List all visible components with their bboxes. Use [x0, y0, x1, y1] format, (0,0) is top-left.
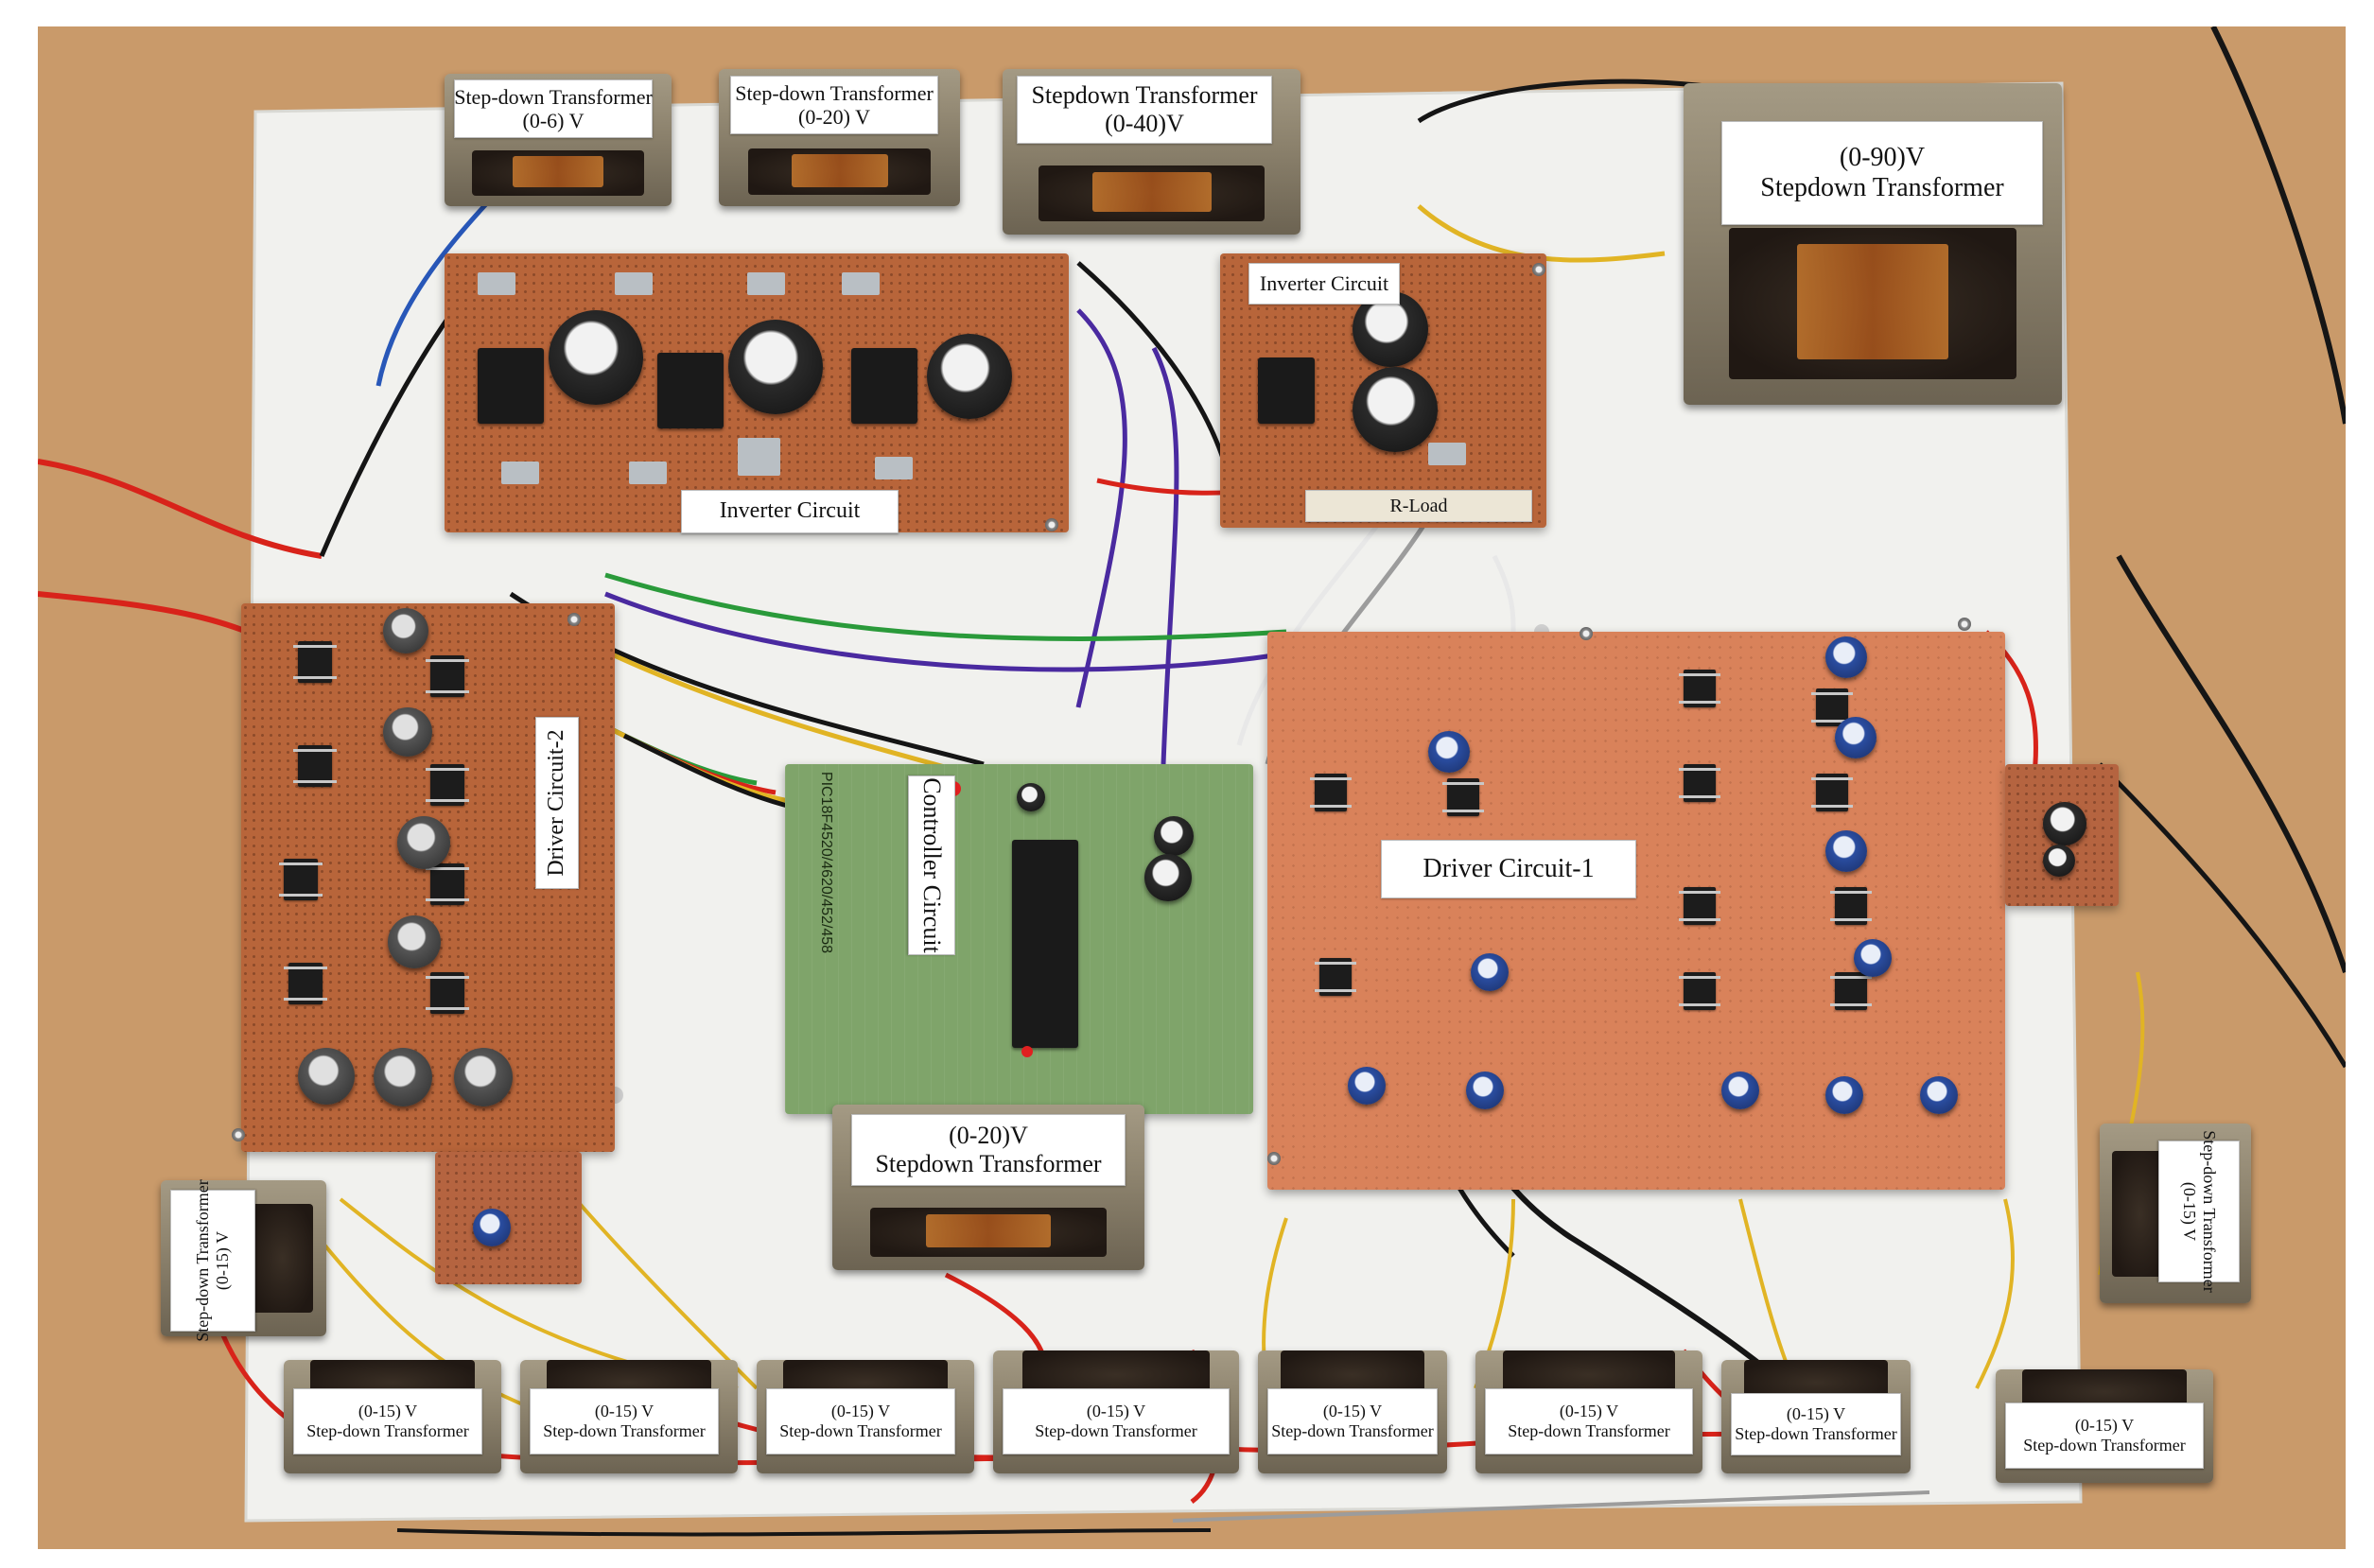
transformer-bottom-5-label: (0-15) V Step-down Transformer: [1267, 1388, 1438, 1455]
transformer-top-3-label: Stepdown Transformer (0-40)V: [1017, 76, 1272, 144]
mounting-screw: [1045, 518, 1058, 531]
transformer-bottom-5-type: Step-down Transformer: [1271, 1421, 1434, 1440]
transformer-bottom-6-type: Step-down Transformer: [1508, 1421, 1670, 1440]
transformer-bottom-4-rating: (0-15) V: [1086, 1402, 1146, 1421]
r-load-text: R-Load: [1389, 495, 1448, 516]
transformer-bottom-2-label: (0-15) V Step-down Transformer: [530, 1388, 719, 1455]
transformer-top-3-type: Stepdown Transformer: [1031, 81, 1258, 110]
transformer-right-type: Step-down Transformer: [2199, 1130, 2219, 1293]
transformer-bottom-8-type: Step-down Transformer: [2023, 1436, 2186, 1455]
transformer-top-3-rating: (0-40)V: [1105, 110, 1184, 137]
mounting-screw: [1580, 627, 1593, 640]
transformer-bottom-6-rating: (0-15) V: [1559, 1402, 1619, 1421]
mounting-screw: [232, 1128, 245, 1141]
mounting-screw: [1958, 618, 1971, 631]
transformer-bottom-2-type: Step-down Transformer: [543, 1421, 706, 1440]
transformer-bottom-8-rating: (0-15) V: [2074, 1416, 2135, 1436]
small-board-right: [2005, 764, 2119, 906]
transformer-right-rating: (0-15) V: [2180, 1181, 2199, 1242]
transformer-bottom-5-rating: (0-15) V: [1322, 1402, 1383, 1421]
small-board-left: [435, 1152, 582, 1284]
transformer-top-right-type: Stepdown Transformer: [1760, 173, 2004, 202]
transformer-bottom-7-type: Step-down Transformer: [1735, 1424, 1897, 1443]
transformer-bottom-3-rating: (0-15) V: [830, 1402, 891, 1421]
transformer-bottom-1-type: Step-down Transformer: [306, 1421, 469, 1440]
r-load-label: R-Load: [1305, 490, 1532, 522]
controller-circuit-text: Controller Circuit: [917, 777, 946, 953]
inverter-circuit-text: Inverter Circuit: [719, 498, 861, 524]
transformer-bottom-1-rating: (0-15) V: [358, 1402, 418, 1421]
transformer-bottom-6-label: (0-15) V Step-down Transformer: [1485, 1388, 1693, 1455]
transformer-bottom-4-type: Step-down Transformer: [1035, 1421, 1197, 1440]
transformer-bottom-3-label: (0-15) V Step-down Transformer: [766, 1388, 955, 1455]
inverter-circuit-small-label: Inverter Circuit: [1248, 263, 1400, 305]
transformer-bottom-7-label: (0-15) V Step-down Transformer: [1731, 1393, 1901, 1455]
driver-circuit-2-text: Driver Circuit-2: [544, 729, 569, 877]
transformer-right-label: Step-down Transformer (0-15) V: [2158, 1130, 2240, 1293]
transformer-top-1-type: Step-down Transformer: [454, 84, 653, 109]
transformer-left-type: Step-down Transformer: [193, 1179, 213, 1342]
transformer-center-type: Stepdown Transformer: [875, 1150, 1102, 1177]
transformer-top-2-label: Step-down Transformer (0-20) V: [730, 76, 938, 134]
transformer-bottom-8-label: (0-15) V Step-down Transformer: [2005, 1402, 2204, 1469]
mounting-screw: [1267, 1152, 1281, 1165]
microcontroller-chip: [1012, 840, 1078, 1048]
mounting-screw: [1532, 263, 1545, 276]
transformer-top-1-rating: (0-6) V: [522, 109, 585, 132]
driver-circuit-2-label: Driver Circuit-2: [535, 717, 579, 889]
transformer-bottom-4-label: (0-15) V Step-down Transformer: [1003, 1388, 1230, 1455]
transformer-bottom-3-type: Step-down Transformer: [779, 1421, 942, 1440]
transformer-top-right-label: (0-90)V Stepdown Transformer: [1721, 121, 2043, 225]
mounting-screw: [567, 613, 581, 626]
controller-silkscreen: PIC18F4520/4620/452/458: [818, 771, 834, 954]
transformer-center-rating: (0-20)V: [949, 1122, 1028, 1150]
controller-circuit-board: [785, 764, 1253, 1114]
transformer-left-label: Step-down Transformer (0-15) V: [170, 1179, 255, 1342]
transformer-top-right-rating: (0-90)V: [1839, 142, 1926, 172]
driver-circuit-1-text: Driver Circuit-1: [1423, 853, 1595, 883]
inverter-circuit-board: [445, 253, 1069, 532]
inverter-circuit-label: Inverter Circuit: [681, 490, 899, 533]
transformer-bottom-2-rating: (0-15) V: [594, 1402, 655, 1421]
transformer-left-rating: (0-15) V: [213, 1230, 232, 1291]
photograph: Step-down Transformer (0-6) V Step-down …: [38, 26, 2346, 1549]
transformer-center-label: (0-20)V Stepdown Transformer: [851, 1114, 1126, 1186]
transformer-bottom-7-rating: (0-15) V: [1786, 1404, 1846, 1424]
transformer-top-1-label: Step-down Transformer (0-6) V: [454, 79, 653, 138]
transformer-bottom-1-label: (0-15) V Step-down Transformer: [293, 1388, 482, 1455]
transformer-top-2-type: Step-down Transformer: [735, 80, 934, 105]
controller-circuit-label: Controller Circuit: [908, 775, 955, 955]
driver-circuit-1-label: Driver Circuit-1: [1381, 840, 1636, 898]
transformer-top-2-rating: (0-20) V: [798, 105, 870, 129]
inverter-circuit-small-text: Inverter Circuit: [1259, 271, 1389, 296]
driver-circuit-1-board: [1267, 632, 2005, 1190]
